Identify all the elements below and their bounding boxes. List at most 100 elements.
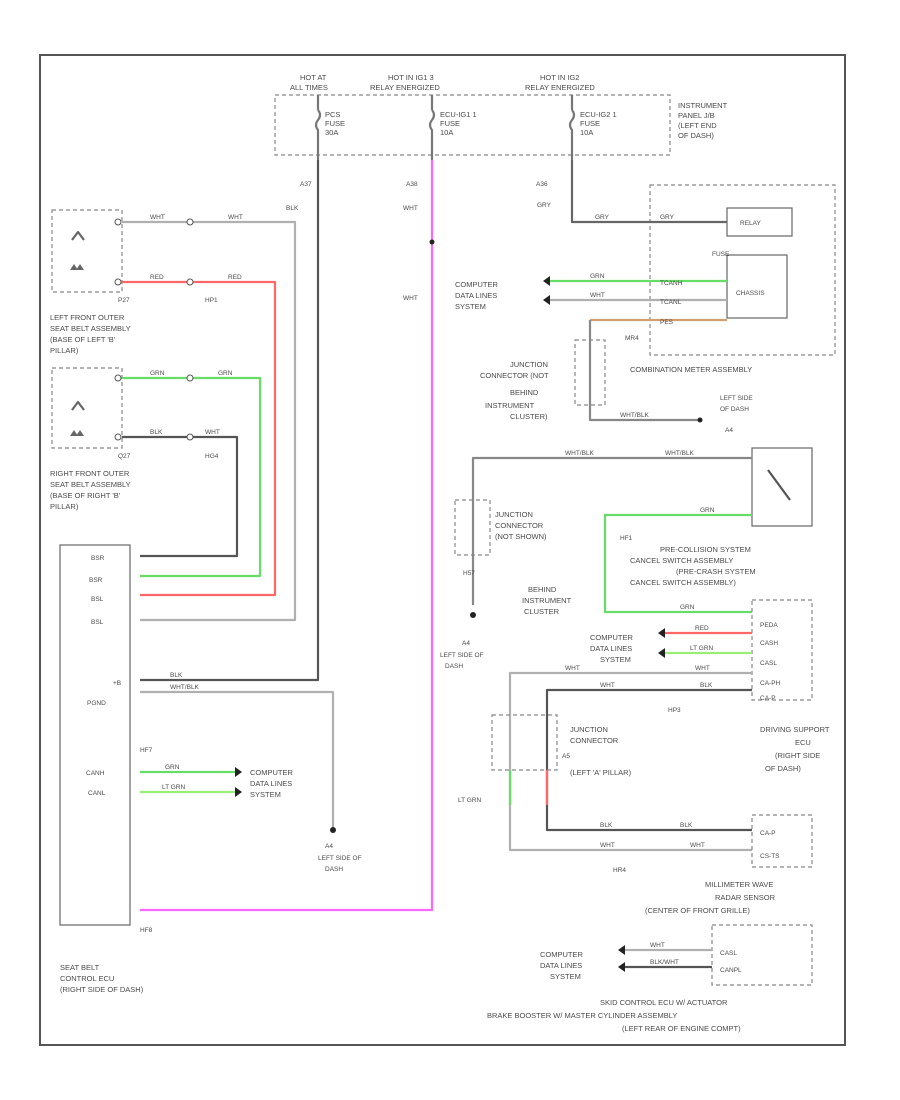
bic-label-1: BEHIND <box>528 585 557 594</box>
skid-label-2: BRAKE BOOSTER W/ MASTER CYLINDER ASSEMBL… <box>487 1011 677 1020</box>
ground-jc1 <box>697 417 703 423</box>
mm-label-2: RADAR SENSOR <box>715 893 776 902</box>
lf-wht-label-2: WHT <box>228 214 243 221</box>
combination-meter: RELAY CHASSIS FUSE A36 GRY GRY GRY GRN W… <box>455 160 836 374</box>
lf-red-label: RED <box>150 274 164 281</box>
mm-label-1: MILLIMETER WAVE <box>705 880 773 889</box>
pin-cap: CA-P <box>760 695 776 702</box>
pin-tcanh: TCANH <box>660 280 683 287</box>
pin-bsl2: BSL <box>91 619 104 626</box>
meter-relay <box>726 207 793 237</box>
ds-label-2: ECU <box>795 738 811 747</box>
left-front-seatbelt: WHT WHT RED RED P27 HP1 LEFT FRONT OUTER… <box>50 209 297 622</box>
ds-wht-label: WHT <box>565 665 580 672</box>
pin-pgnd: PGND <box>87 700 106 707</box>
fuse-c-label-3: 10A <box>580 128 593 137</box>
cdl-ds-2: DATA LINES <box>590 644 632 653</box>
meter-chassis <box>726 254 788 319</box>
cdl-skid-2: DATA LINES <box>540 961 582 970</box>
fuse-b-label-1: ECU-IG1 1 <box>440 110 477 119</box>
cdl-left-3: SYSTEM <box>250 790 281 799</box>
fuse-b-symbol <box>428 95 436 160</box>
tcanh-wire-label: GRN <box>590 273 605 280</box>
gnd-id: A4 <box>325 843 333 850</box>
pin-cash: CASH <box>760 640 778 647</box>
jc1-label-4: INSTRUMENT <box>485 401 535 410</box>
conn-hf8: HF8 <box>140 927 153 934</box>
fuse-a-label-2: FUSE <box>325 119 345 128</box>
rf-buckle-box <box>51 367 123 449</box>
pin <box>186 218 194 226</box>
sb-label-1: SEAT BELT <box>60 963 100 972</box>
radar-wht-label: WHT <box>600 842 615 849</box>
cdl-meter-2: DATA LINES <box>455 291 497 300</box>
cdl-skid-3: SYSTEM <box>550 972 581 981</box>
fuse-b-label-2: FUSE <box>440 119 460 128</box>
pcs-label-1: PRE-COLLISION SYSTEM <box>660 545 751 554</box>
jc1-label-3: BEHIND <box>510 388 539 397</box>
ds-blk-label: WHT <box>600 682 615 689</box>
ds-wht-label-2: WHT <box>695 665 710 672</box>
gry-label: GRY <box>537 202 552 209</box>
jb-location-2: PANEL J/B <box>678 111 715 120</box>
fuse-b-label-3: 10A <box>440 128 453 137</box>
driving-support-ecu: PEDA CASH CASL CA-PH CA-P RED LT GRN COM… <box>508 599 830 852</box>
conn-hf1: HF1 <box>620 535 633 542</box>
gnd-label-1: LEFT SIDE OF <box>318 855 362 862</box>
wire-wht-lf <box>122 220 297 622</box>
wire-pcs-signal <box>603 513 752 614</box>
wire-label-blk-2: BLK <box>170 672 183 679</box>
hot-at-label-2: ALL TIMES <box>290 83 328 92</box>
skid-label-1: SKID CONTROL ECU W/ ACTUATOR <box>600 998 728 1007</box>
pin-bsr2: BSR <box>89 577 103 584</box>
wire-label-ig-2: WHT <box>403 295 418 302</box>
ds-blk-label-2: BLK <box>700 682 713 689</box>
ground-a4 <box>330 827 336 833</box>
jc3-label-1: JUNCTION <box>570 725 608 734</box>
rf-blk-label-2: WHT <box>205 429 220 436</box>
lt-grn-label: LT GRN <box>458 797 482 804</box>
arrow-cdl-skid <box>618 945 625 972</box>
jc2-label-2: CONNECTOR <box>495 521 544 530</box>
conn-a36: A36 <box>536 181 548 188</box>
jc1-label-5: CLUSTER) <box>510 412 548 421</box>
conn-hp1: HP1 <box>205 297 218 304</box>
pin <box>114 278 122 286</box>
wire-ds-loop <box>508 671 752 852</box>
lf-lamp-icon <box>70 264 84 270</box>
skid-box <box>711 924 813 986</box>
wire-grn-rf <box>122 376 262 578</box>
lf-label-2: SEAT BELT ASSEMBLY <box>50 324 131 333</box>
pin-caph: CA-PH <box>760 680 781 687</box>
lf-red-label-2: RED <box>228 274 242 281</box>
pin-skid-2: CANPL <box>720 967 742 974</box>
pin-canh: CANH <box>86 770 105 777</box>
pcs-grn-label-2: GRN <box>680 604 695 611</box>
pin-radar-1: CA-P <box>760 830 776 837</box>
jb-location-1: INSTRUMENT <box>678 101 728 110</box>
meter-box <box>649 184 836 356</box>
pcs-switch-box <box>751 447 813 527</box>
pcs-cancel-switch: WHT/BLK WHT/BLK GRN GRN HF1 PRE-COLLISIO… <box>471 447 813 616</box>
arrow-cdl-meter <box>543 276 550 305</box>
pin <box>186 433 194 441</box>
gnd2-label-2: OF DASH <box>720 406 749 413</box>
cdl-left-2: DATA LINES <box>250 779 292 788</box>
pcs-label-3: (PRE-CRASH SYSTEM <box>676 567 756 576</box>
rf-grn-label: GRN <box>150 370 165 377</box>
hot-ig-label-1: HOT IN IG1 3 <box>388 73 434 82</box>
gnd2-id: A4 <box>725 427 733 434</box>
rf-label-2: SEAT BELT ASSEMBLY <box>50 480 131 489</box>
rf-switch-icon <box>71 400 85 411</box>
pin <box>186 374 194 382</box>
wire-pgnd <box>140 690 335 830</box>
wire-red-lf <box>122 280 277 597</box>
conn-a38: A38 <box>406 181 418 188</box>
wire-label-ig-1: WHT <box>403 205 418 212</box>
gry-label-3: GRY <box>660 214 675 221</box>
hot-ig2-label-1: HOT IN IG2 <box>540 73 579 82</box>
conn-a37: A37 <box>300 181 312 188</box>
ds-label-1: DRIVING SUPPORT <box>760 725 830 734</box>
conn-hg4: HG4 <box>205 453 219 460</box>
skid-wht-label: WHT <box>650 942 665 949</box>
